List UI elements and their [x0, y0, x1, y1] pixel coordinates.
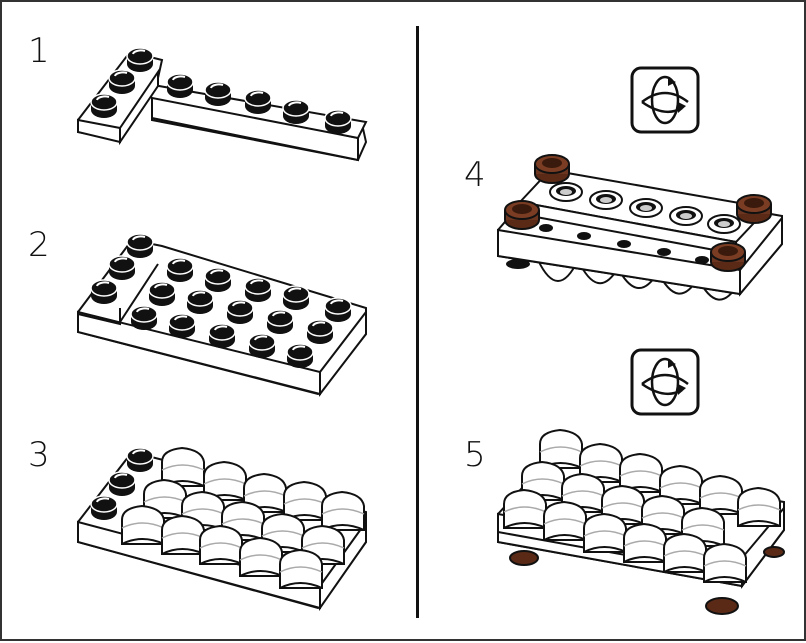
step-5-curved-tiles [504, 430, 780, 582]
step-1-model [78, 52, 366, 160]
step-4-model [498, 170, 782, 300]
